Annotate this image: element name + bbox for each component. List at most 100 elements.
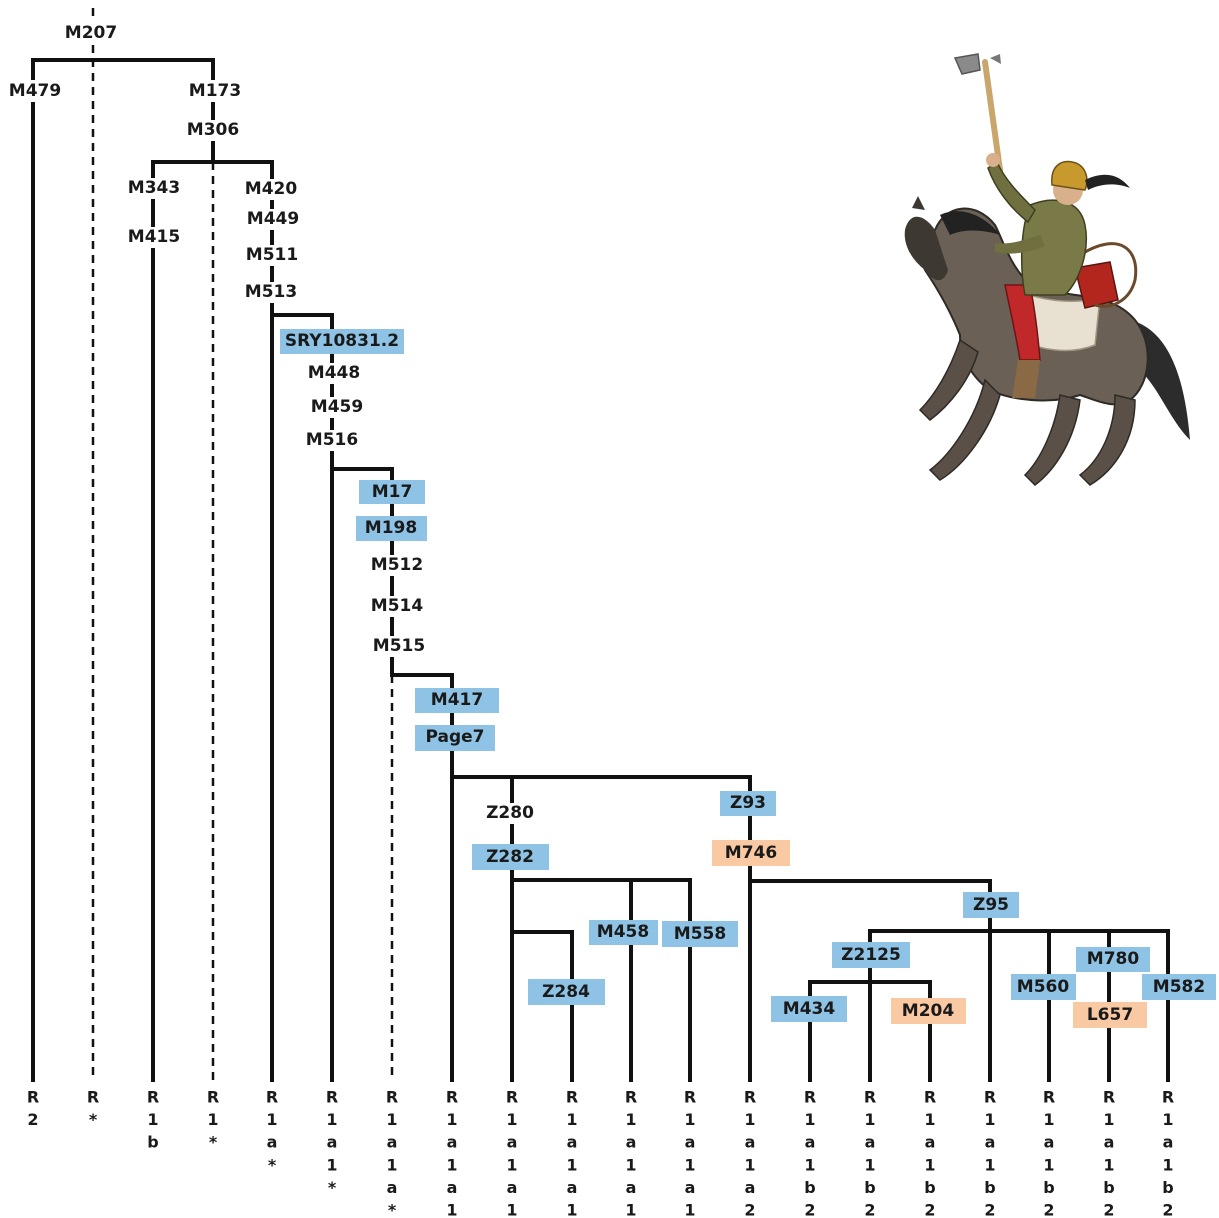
- marker-page7: Page7: [425, 727, 484, 747]
- tip-0-char-1: 2: [27, 1110, 38, 1129]
- tip-18-char-3: 1: [1103, 1155, 1114, 1174]
- tip-6-char-5: *: [388, 1201, 397, 1218]
- bg-m516: [303, 430, 361, 451]
- tip-5-char-0: R: [326, 1088, 338, 1107]
- tip-17-char-4: b: [1043, 1178, 1054, 1197]
- tip-3-char-1: 1: [207, 1110, 218, 1129]
- marker-m560: M560: [1017, 977, 1070, 997]
- tip-11-char-2: a: [685, 1133, 696, 1152]
- highlight-z284: [528, 979, 605, 1005]
- horseman-with-axe-illustration: [904, 53, 1190, 486]
- tip-7-char-1: 1: [446, 1110, 457, 1129]
- tip-9-char-2: a: [567, 1133, 578, 1152]
- marker-z280: Z280: [486, 803, 534, 823]
- tip-19-char-5: 2: [1162, 1201, 1173, 1218]
- highlight-m204: [891, 998, 966, 1024]
- tip-13-char-4: b: [804, 1178, 815, 1197]
- tip-10-char-3: 1: [625, 1155, 636, 1174]
- marker-z95: Z95: [973, 895, 1009, 915]
- tip-14-char-3: 1: [864, 1155, 875, 1174]
- tip-19-char-0: R: [1162, 1088, 1174, 1107]
- tip-12-char-0: R: [744, 1088, 756, 1107]
- tree-branches: [31, 8, 1170, 1082]
- marker-m204: M204: [902, 1001, 955, 1021]
- highlight-m17: [359, 480, 425, 504]
- tip-11-char-5: 1: [684, 1201, 695, 1218]
- tip-8-char-2: a: [507, 1133, 518, 1152]
- marker-m306: M306: [187, 120, 239, 140]
- marker-z2125: Z2125: [841, 945, 901, 965]
- bg-m420: [242, 179, 300, 200]
- marker-m207: M207: [65, 23, 117, 43]
- tip-14-char-5: 2: [864, 1201, 875, 1218]
- tip-8-char-4: a: [507, 1178, 518, 1197]
- tip-18-char-0: R: [1103, 1088, 1115, 1107]
- tip-10-char-2: a: [626, 1133, 637, 1152]
- tip-17-char-0: R: [1043, 1088, 1055, 1107]
- tip-15-char-5: 2: [924, 1201, 935, 1218]
- bg-m513: [242, 282, 300, 303]
- marker-m512: M512: [371, 555, 423, 575]
- tip-8-char-1: 1: [506, 1110, 517, 1129]
- marker-m459: M459: [311, 397, 363, 417]
- marker-m458: M458: [597, 922, 649, 942]
- bg-z280: [481, 803, 539, 824]
- marker-labels: M207 M479 M173 M306 M343 M415 M420 M449 …: [6, 22, 1205, 1025]
- tip-18-char-1: 1: [1103, 1110, 1114, 1129]
- marker-m343: M343: [128, 178, 180, 198]
- tip-11-char-1: 1: [684, 1110, 695, 1129]
- tip-6-char-0: R: [386, 1088, 398, 1107]
- highlight-m780: [1076, 947, 1150, 972]
- marker-m516: M516: [306, 430, 358, 450]
- highlight-m560: [1011, 974, 1076, 1000]
- bg-m479: [6, 80, 64, 102]
- highlight-z95: [963, 892, 1019, 918]
- marker-m417: M417: [431, 690, 483, 710]
- tip-0-char-0: R: [27, 1088, 39, 1107]
- tip-10-char-5: 1: [625, 1201, 636, 1218]
- marker-l657: L657: [1087, 1005, 1133, 1025]
- tip-15-char-1: 1: [924, 1110, 935, 1129]
- tip-10-char-4: a: [626, 1178, 637, 1197]
- tip-10-char-1: 1: [625, 1110, 636, 1129]
- tip-5-char-2: a: [327, 1133, 338, 1152]
- marker-sry10831-2: SRY10831.2: [285, 331, 399, 351]
- tip-15-char-2: a: [925, 1133, 936, 1152]
- marker-m780: M780: [1087, 949, 1140, 969]
- highlight-m417: [415, 688, 499, 713]
- tip-10-char-0: R: [625, 1088, 637, 1107]
- marker-m420: M420: [245, 179, 298, 199]
- tip-17-char-1: 1: [1043, 1110, 1054, 1129]
- bg-m448: [305, 363, 363, 384]
- highlight-page7: [415, 725, 495, 751]
- bg-m415: [126, 227, 183, 248]
- tip-15-char-0: R: [924, 1088, 936, 1107]
- bg-m306: [184, 120, 242, 141]
- highlight-m746: [712, 840, 790, 866]
- tip-16-char-2: a: [985, 1133, 996, 1152]
- marker-m514: M514: [371, 596, 424, 616]
- tip-15-char-3: 1: [924, 1155, 935, 1174]
- bg-m515: [370, 636, 428, 657]
- marker-m515: M515: [373, 636, 425, 656]
- tip-7-char-2: a: [447, 1133, 458, 1152]
- tip-12-char-3: 1: [744, 1155, 755, 1174]
- marker-highlights: [280, 329, 1216, 1028]
- tip-7-char-0: R: [446, 1088, 458, 1107]
- highlight-z282: [472, 844, 549, 870]
- tip-11-char-3: 1: [684, 1155, 695, 1174]
- tip-6-char-3: 1: [386, 1155, 397, 1174]
- marker-m449: M449: [247, 209, 299, 229]
- tip-1-char-1: *: [89, 1110, 98, 1129]
- marker-m479: M479: [9, 81, 61, 101]
- tip-8-char-0: R: [506, 1088, 518, 1107]
- marker-m511: M511: [246, 245, 298, 265]
- tip-14-char-1: 1: [864, 1110, 875, 1129]
- bg-m459: [308, 397, 366, 418]
- tip-6-char-4: a: [387, 1178, 398, 1197]
- tip-7-char-4: a: [447, 1178, 458, 1197]
- tip-14-char-2: a: [865, 1133, 876, 1152]
- tip-8-char-5: 1: [506, 1201, 517, 1218]
- marker-z282: Z282: [486, 847, 534, 867]
